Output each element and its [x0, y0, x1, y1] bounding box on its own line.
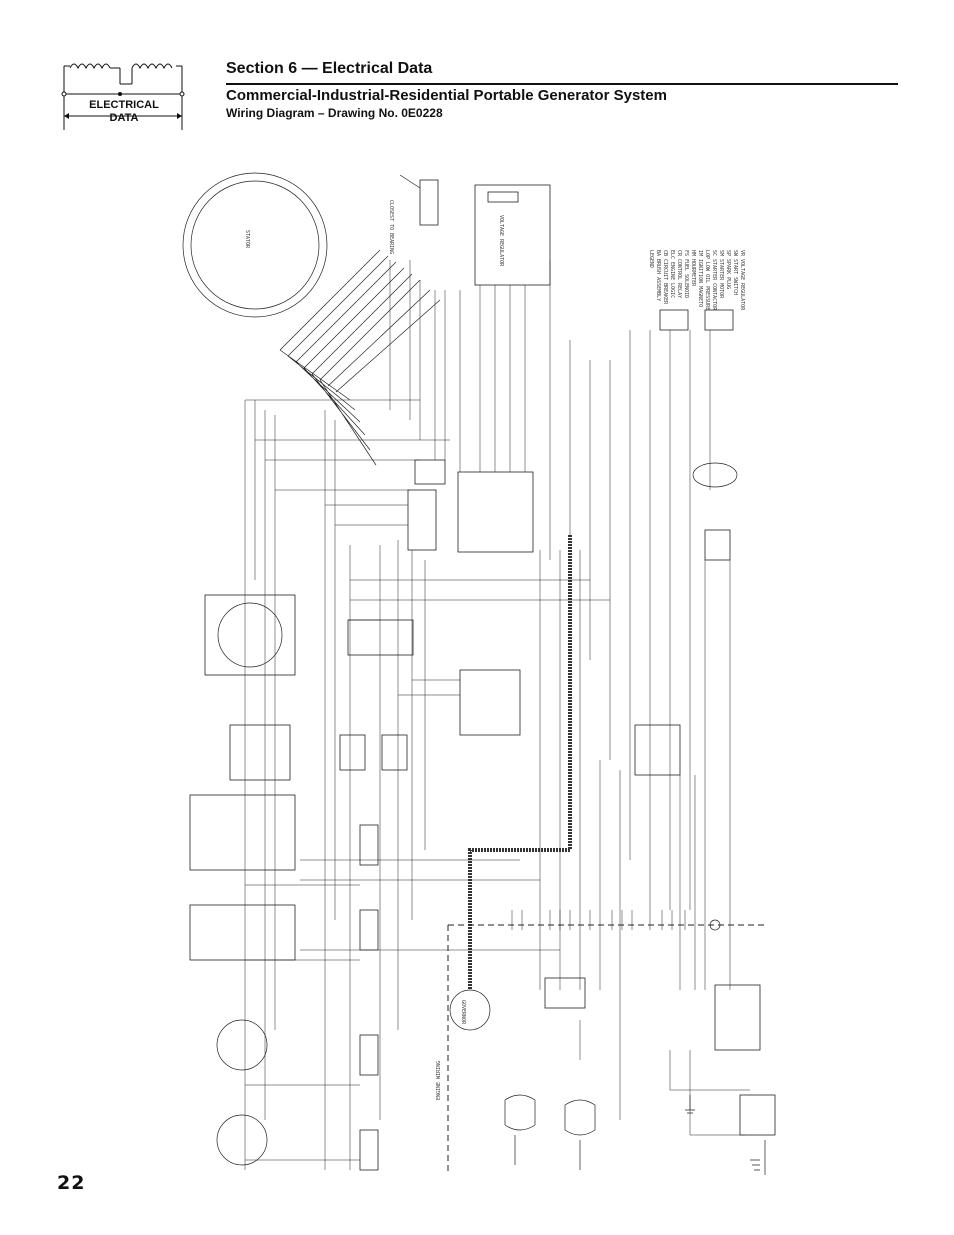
- legend-line-0: LEGEND: [648, 250, 654, 268]
- legend-line-10: SM STARTER MOTOR: [718, 250, 724, 299]
- voltage-regulator: VOLTAGE REGULATOR: [474, 184, 551, 286]
- main-harness: [468, 535, 572, 990]
- circuit-breakers: [339, 619, 414, 1171]
- relays: [459, 309, 738, 776]
- stator-label: STATOR: [244, 230, 250, 249]
- voltage-regulator-label: VOLTAGE REGULATOR: [498, 215, 504, 267]
- legend-line-9: SC STARTER CONTACTOR: [711, 250, 717, 311]
- legend: LEGEND BA BRUSH ASSEMBLY CB CIRCUIT BREA…: [648, 250, 745, 311]
- logo-label: ELECTRICAL DATA: [64, 99, 184, 125]
- ground-symbols: [685, 1095, 766, 1175]
- engine-wiring-region: ENGINE WIRING GOVERNOR: [436, 924, 776, 1175]
- stator-leads: [279, 249, 441, 466]
- page-subtitle: Commercial-Industrial-Residential Portab…: [226, 87, 667, 104]
- legend-line-3: ELC ENGINE LOGIC: [669, 250, 675, 298]
- logo-label-line1: ELECTRICAL: [89, 99, 159, 111]
- connector-row: [511, 910, 721, 931]
- ignition-modules: [504, 1094, 596, 1170]
- legend-line-8: LOP LOW OIL PRESSURE: [704, 250, 710, 310]
- engine-logic-board: [407, 459, 534, 553]
- closest-to-bearing-label: CLOSEST TO BEARING: [388, 200, 394, 254]
- wiring-network: [244, 260, 750, 1170]
- legend-line-7: IM IGNITION MAGNETO: [697, 250, 703, 307]
- wiring-diagram: STATOR CLOSEST TO BEARING VOLTAGE REGULA…: [182, 172, 776, 1175]
- legend-line-2: CB CIRCUIT BREAKER: [662, 250, 668, 305]
- legend-line-4: CR CONTROL RELAY: [676, 250, 682, 298]
- page-number: 22: [57, 1172, 86, 1194]
- receptacles: [189, 594, 296, 1166]
- legend-line-11: SP SPARK PLUG: [725, 250, 731, 289]
- logo-label-line2: DATA: [109, 112, 139, 124]
- electrical-data-logo: [61, 63, 185, 130]
- governor-label: GOVERNOR: [460, 1000, 466, 1025]
- engine-wiring-label: ENGINE WIRING: [436, 1061, 442, 1100]
- legend-line-5: FS FUEL SOLENOID: [683, 250, 689, 298]
- legend-line-1: BA BRUSH ASSEMBLY: [655, 250, 661, 301]
- brush-assembly: CLOSEST TO BEARING: [388, 174, 439, 254]
- legend-line-6: HM HOURMETER: [690, 250, 696, 287]
- legend-line-13: VR VOLTAGE REGULATOR: [739, 250, 745, 311]
- section-title: Section 6 — Electrical Data: [226, 60, 433, 77]
- header-rule: [226, 83, 898, 85]
- legend-line-12: SW START SWITCH: [732, 250, 738, 295]
- drawing-number-label: Wiring Diagram – Drawing No. 0E0228: [226, 106, 443, 120]
- stator: STATOR: [182, 172, 328, 318]
